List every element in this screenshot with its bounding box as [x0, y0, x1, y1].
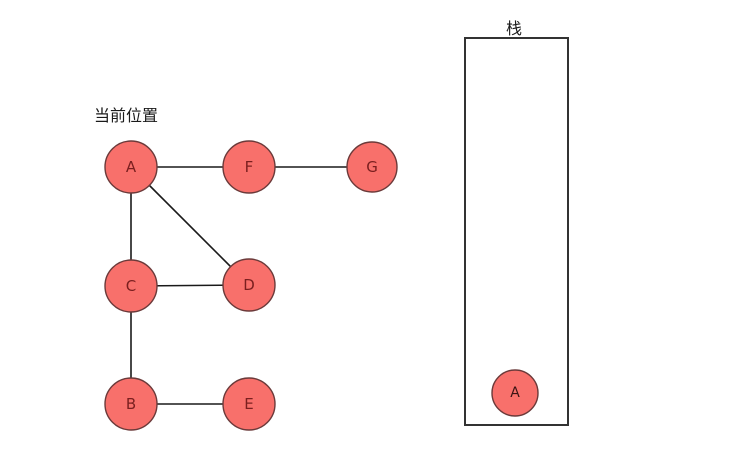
graph-node-label-b: B: [126, 395, 136, 413]
graph-node-label-g: G: [366, 158, 378, 176]
graph-node-a[interactable]: A: [104, 140, 158, 194]
stack-item-a[interactable]: A: [491, 369, 539, 417]
stack-item-label-a: A: [510, 385, 520, 401]
stack-title-label: 栈: [506, 19, 523, 38]
stack-item-circle-a: [491, 369, 539, 417]
graph-node-e[interactable]: E: [222, 377, 276, 431]
graph-node-label-a: A: [126, 158, 137, 176]
graph-node-circle-a: [104, 140, 158, 194]
graph-node-circle-f: [222, 140, 276, 194]
graph-node-f[interactable]: F: [222, 140, 276, 194]
stack-box-layer: [464, 37, 569, 426]
graph-node-circle-g: [346, 141, 398, 193]
graph-node-g[interactable]: G: [346, 141, 398, 193]
graph-node-circle-b: [104, 377, 158, 431]
graph-node-circle-e: [222, 377, 276, 431]
graph-node-label-c: C: [126, 277, 136, 295]
graph-edge-a-d: [130, 166, 250, 286]
graph-nodes-layer: A F G C D B E: [104, 140, 398, 431]
graph-node-label-f: F: [245, 158, 254, 176]
graph-node-circle-c: [104, 259, 158, 313]
graph-node-d[interactable]: D: [222, 258, 276, 312]
graph-node-label-e: E: [244, 395, 253, 413]
stack-container-box: [464, 37, 569, 426]
graph-node-b[interactable]: B: [104, 377, 158, 431]
graph-node-c[interactable]: C: [104, 259, 158, 313]
graph-node-label-d: D: [243, 276, 255, 294]
graph-node-circle-d: [222, 258, 276, 312]
stack-items-layer: A: [491, 369, 539, 417]
current-position-label: 当前位置: [94, 106, 159, 125]
